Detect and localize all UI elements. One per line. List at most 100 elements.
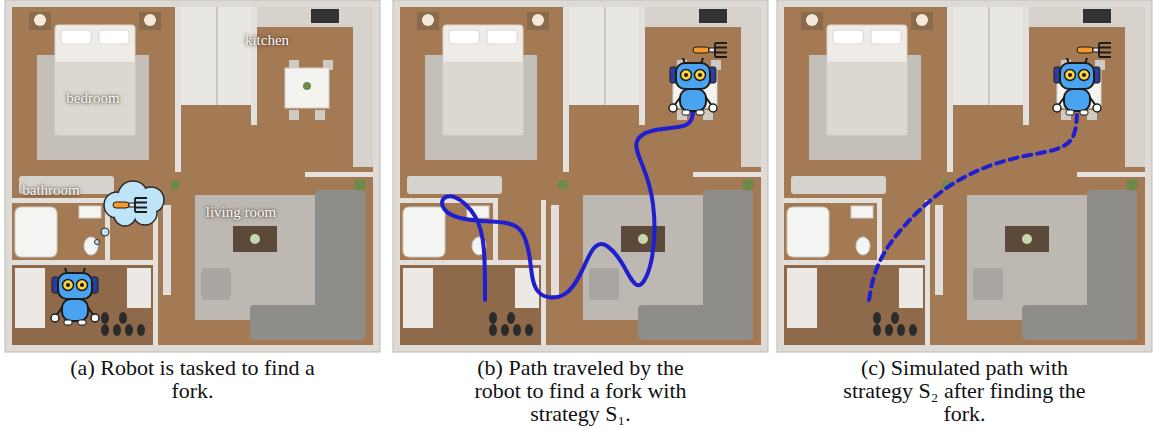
closet-divider [604,7,606,105]
shoe [113,324,121,336]
room-label: living room [206,204,276,221]
plant [638,234,648,244]
bathtub [403,207,445,257]
wall [693,172,761,177]
armchair [589,268,619,300]
pupil [1068,73,1072,77]
fork-icon [693,43,727,57]
chair [289,110,299,120]
blanket [55,62,135,135]
wall [400,260,545,265]
armchair [201,268,231,300]
coffee-table [1005,226,1049,252]
pillow [487,30,517,44]
counter [741,7,761,167]
cabinet [899,268,923,308]
shoe [891,312,899,324]
wall [784,260,929,265]
wall [541,200,546,345]
plant [250,234,260,244]
wall [305,172,373,177]
pupil [684,73,688,77]
panel-caption: (b) Path traveled by the robot to find a… [456,356,706,425]
sofa [791,176,886,194]
figure-panel: (c) Simulated path with strategy S₂ afte… [777,0,1152,431]
blanket [827,62,907,135]
wall [12,260,157,265]
floor-plan [5,0,380,352]
wall [400,198,497,203]
coffee-table [621,226,665,252]
nightstand [139,12,161,30]
outer-wall [5,0,380,352]
appliance [1083,9,1111,23]
caption-area: (b) Path traveled by the robot to find a… [393,356,768,425]
tv-stand [935,205,943,295]
sink [851,206,873,218]
shoe [513,324,521,336]
floor-plan [777,0,1152,352]
robot-foot [1066,110,1074,115]
bathtub [15,207,57,257]
closet [953,7,1025,105]
sofa [407,176,502,194]
nightstand [911,12,933,30]
robot-head [676,63,710,89]
pillow [833,30,863,44]
shoe [507,312,515,324]
rug [967,195,1107,320]
rug [37,55,149,160]
panel-caption: (a) Robot is tasked to find a fork. [68,356,318,402]
wood-floor [784,7,1145,345]
appliance [699,9,727,23]
fork-neck [1093,48,1099,52]
pillow [61,30,91,44]
robot-foot [682,110,690,115]
caption-area: (a) Robot is tasked to find a fork. [5,356,380,402]
robot-icon [1053,58,1101,115]
robot-foot [64,320,72,325]
cloud-dot [101,228,109,236]
robot-eye [695,70,706,81]
blanket [443,62,523,135]
simulated-path [869,115,1077,300]
robot-foot [1080,110,1088,115]
shoe [525,324,533,336]
toilet [856,237,870,255]
robot-body [1064,89,1090,111]
counter [1125,7,1145,167]
room-floor [12,265,153,345]
robot-icon [51,268,99,325]
robot-foot [696,110,704,115]
nightstand [801,12,823,30]
fork-tines [1099,43,1111,57]
shoe [489,324,497,336]
fork-icon [1077,43,1111,57]
bed [443,25,523,135]
cabinet [127,268,151,308]
wall [947,7,953,172]
rug [195,195,335,320]
appliance [311,9,339,23]
plant [303,82,311,90]
pupil [698,73,702,77]
chair [315,110,325,120]
fork-tines [715,43,727,57]
sofa [250,305,365,340]
fork-icon [113,198,147,212]
shoe [897,324,905,336]
nightstand [527,12,549,30]
robot-foot [78,320,86,325]
armchair [973,268,1003,300]
robot-head [1060,63,1094,89]
sofa [1022,305,1137,340]
wall [784,198,881,203]
bed [827,25,907,135]
robot-head [58,273,92,299]
robot-eye [681,70,692,81]
desk [15,268,45,328]
thought-bubble [95,181,165,245]
robot-icon [669,58,717,115]
shoe [137,324,145,336]
desk [787,268,817,328]
